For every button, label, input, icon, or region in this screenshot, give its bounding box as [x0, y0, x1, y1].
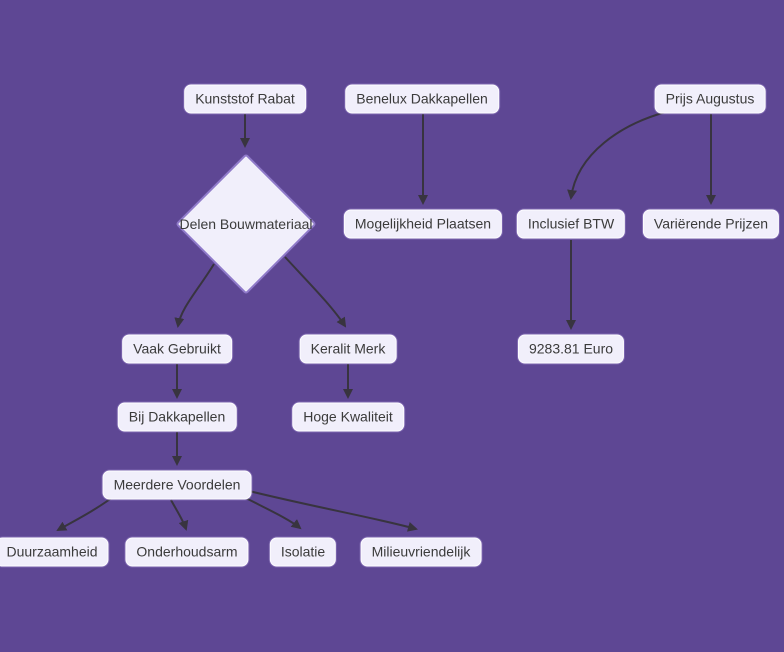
node-inclusief-btw: Inclusief BTW — [516, 209, 626, 239]
node-vaak-gebruikt: Vaak Gebruikt — [122, 334, 232, 364]
node-prijs-augustus: Prijs Augustus — [654, 84, 766, 114]
decision-diamond-label: Delen Bouwmateriaal — [179, 216, 313, 232]
node-isolatie: Isolatie — [269, 537, 337, 567]
node-meerdere-voordelen: Meerdere Voordelen — [102, 470, 252, 500]
node-milieuvriendelijk: Milieuvriendelijk — [360, 537, 482, 567]
edge-prijs-augustus-to-inclusief-btw — [567, 111, 667, 200]
edge-meerdere-voordelen-to-milieuvriendelijk — [240, 488, 418, 532]
node-bij-dakkapellen: Bij Dakkapellen — [117, 402, 237, 432]
node-duurzaamheid: Duurzaamheid — [0, 537, 109, 567]
node-delen-bouwmateriaal: Delen Bouwmateriaal — [175, 153, 317, 295]
edge-meerdere-voordelen-to-onderhoudsarm — [170, 499, 189, 531]
edge-delen-bouwmateriaal-to-vaak-gebruikt — [174, 263, 215, 328]
node-onderhoudsarm: Onderhoudsarm — [125, 537, 249, 567]
node-kunststof-rabat: Kunststof Rabat — [184, 84, 306, 114]
node-benelux-dakkapellen: Benelux Dakkapellen — [345, 84, 499, 114]
node-mogelijkheid-plaatsen: Mogelijkheid Plaatsen — [343, 209, 503, 239]
node-bedrag-euro: 9283.81 Euro — [517, 334, 625, 364]
node-keralit-merk: Keralit Merk — [299, 334, 397, 364]
node-varierende-prijzen: Variërende Prijzen — [642, 209, 780, 239]
node-hoge-kwaliteit: Hoge Kwaliteit — [292, 402, 404, 432]
edge-delen-bouwmateriaal-to-keralit-merk — [284, 256, 347, 328]
